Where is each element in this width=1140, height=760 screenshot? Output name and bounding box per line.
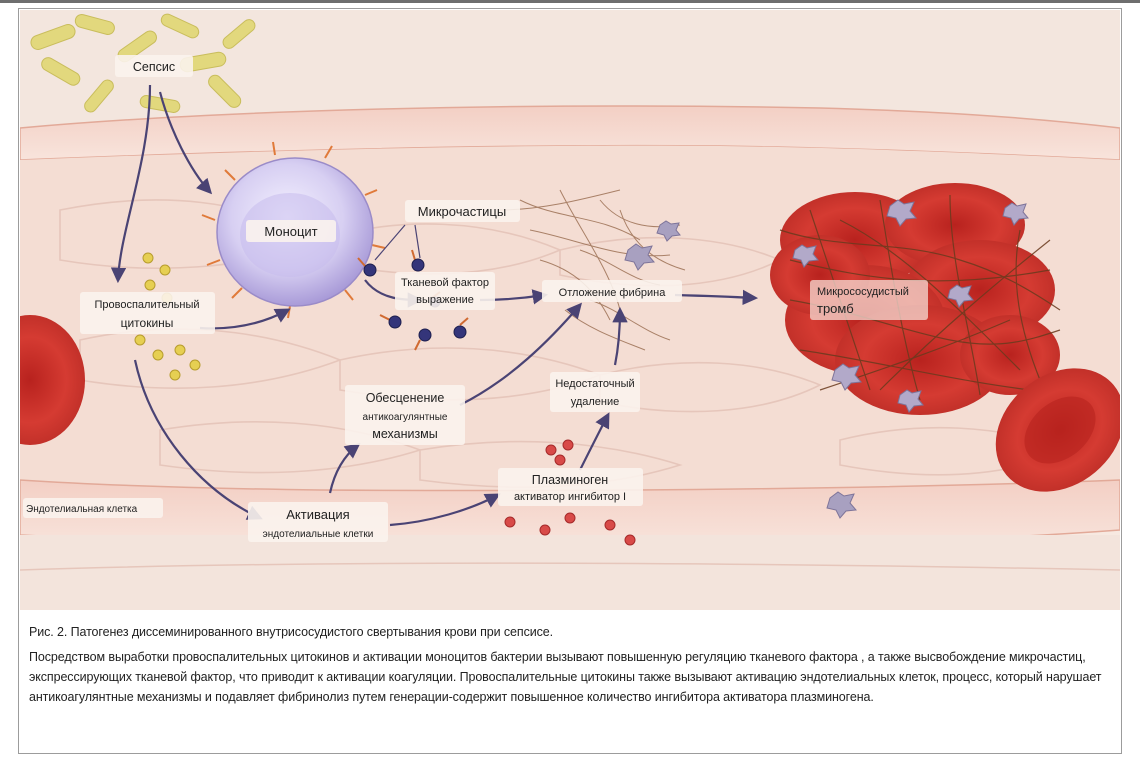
label-monocyte: Моноцит xyxy=(264,224,317,239)
label-activation-2: эндотелиальные клетки xyxy=(263,529,374,540)
label-proinflammatory-1: Провоспалительный xyxy=(94,299,199,311)
label-tissue-factor-1: Тканевой фактор xyxy=(401,277,489,289)
label-sepsis: Сепсис xyxy=(133,60,175,74)
top-rule xyxy=(0,0,1140,3)
bacteria-cluster xyxy=(30,13,256,113)
pointer-lines xyxy=(374,224,421,261)
label-thrombus-2: тромб xyxy=(817,301,854,316)
label-thrombus-1: Микрососудистый xyxy=(817,286,909,298)
pathway-arrows xyxy=(110,84,759,527)
label-insufficient-1: Недостаточный xyxy=(555,378,634,390)
red-blood-cells xyxy=(20,315,1120,492)
label-anticoag-3: механизмы xyxy=(372,427,438,441)
label-endothelial-cell: Эндотелиальная клетка xyxy=(26,504,138,515)
figure-caption: Рис. 2. Патогенез диссеминированного вну… xyxy=(29,625,1113,707)
label-activation-1: Активация xyxy=(286,507,349,522)
caption-body: Посредством выработки провоспалительных … xyxy=(29,650,1102,704)
label-backgrounds xyxy=(23,55,928,542)
label-anticoag-1: Обесценение xyxy=(366,391,445,405)
caption-title: Рис. 2. Патогенез диссеминированного вну… xyxy=(29,625,553,639)
label-pai-1: Плазминоген xyxy=(532,473,608,487)
label-proinflammatory-2: цитокины xyxy=(121,316,174,330)
label-fibrin-deposition: Отложение фибрина xyxy=(559,287,667,299)
label-anticoag-2: антикоагулянтные xyxy=(363,412,448,423)
pai-particles xyxy=(504,439,636,546)
sepsis-dic-illustration: Сепсис Моноцит Микрочастицы Тканевой фак… xyxy=(20,10,1120,610)
outer-tissue-bottom xyxy=(20,535,1120,610)
label-insufficient-2: удаление xyxy=(571,396,620,408)
label-pai-2: активатор ингибитор I xyxy=(514,491,626,503)
label-tissue-factor-2: выражение xyxy=(416,294,474,306)
figure-frame: Сепсис Моноцит Микрочастицы Тканевой фак… xyxy=(18,8,1122,754)
platelets-near-fibrin xyxy=(624,220,858,519)
label-microparticles: Микрочастицы xyxy=(418,204,506,219)
